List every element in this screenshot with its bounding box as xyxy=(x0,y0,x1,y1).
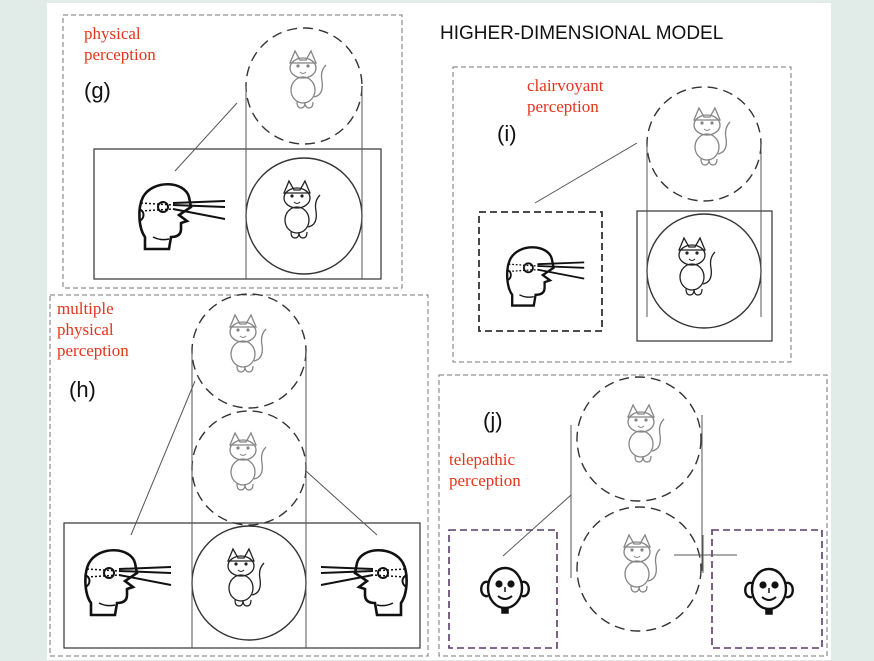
panel-g-physical-circle xyxy=(245,157,363,275)
panel-h-higher-circle-2 xyxy=(191,410,307,526)
panel-h-caption: multiple physical perception xyxy=(57,299,129,360)
head-icon xyxy=(83,548,173,617)
diagram-svg xyxy=(49,14,828,657)
face-icon xyxy=(744,567,794,616)
panel-h-physical-box xyxy=(63,522,421,649)
panel-j-letter: (j) xyxy=(483,408,503,433)
diagram-canvas: HIGHER-DIMENSIONAL MODEL physical percep… xyxy=(47,3,831,660)
panel-g-letter: (g) xyxy=(84,78,111,103)
panel-i-observer-box xyxy=(478,211,603,332)
cat-icon xyxy=(227,548,265,607)
panel-j-right-box xyxy=(711,529,823,649)
panel-j-higher-circle-2 xyxy=(576,506,702,632)
panel-i-caption: clairvoyant perception xyxy=(527,76,604,116)
face-icon xyxy=(480,566,530,615)
panel-h-connector-left xyxy=(130,380,196,536)
panel-i-higher-circle xyxy=(646,86,762,202)
panel-j-left-box xyxy=(448,529,558,649)
panel-j-higher-circle-1 xyxy=(576,376,702,502)
panel-j-caption: telepathic perception xyxy=(449,450,521,490)
head-icon xyxy=(319,548,409,617)
cat-icon xyxy=(229,432,267,491)
cat-icon xyxy=(623,534,661,593)
panel-g-frame xyxy=(62,14,403,289)
panel-i-letter: (i) xyxy=(497,121,517,146)
panel-i-connector xyxy=(534,142,638,204)
panel-h-connector-right xyxy=(305,470,378,536)
cat-icon xyxy=(693,107,731,166)
panel-h-letter: (h) xyxy=(69,377,96,402)
panel-i-frame xyxy=(452,66,792,363)
cat-icon xyxy=(627,404,665,463)
panel-h-higher-circle-1 xyxy=(191,293,307,409)
panel-g-connector xyxy=(174,102,238,172)
panel-j-frame xyxy=(438,374,828,657)
panel-g-physical-box xyxy=(93,148,382,280)
panel-i-physical-circle xyxy=(646,213,762,329)
panel-h-physical-circle xyxy=(191,525,307,641)
cat-icon xyxy=(678,237,716,296)
diagram-title: HIGHER-DIMENSIONAL MODEL xyxy=(440,23,724,44)
head-icon xyxy=(505,246,586,307)
panel-g-caption: physical perception xyxy=(84,24,156,64)
panel-i-physical-box xyxy=(636,210,773,342)
panel-j-connector-left xyxy=(502,494,572,557)
cat-icon xyxy=(229,314,267,373)
head-icon xyxy=(137,182,227,251)
panel-g-higher-circle xyxy=(245,27,363,145)
cat-icon xyxy=(289,50,327,109)
cat-icon xyxy=(283,180,321,239)
